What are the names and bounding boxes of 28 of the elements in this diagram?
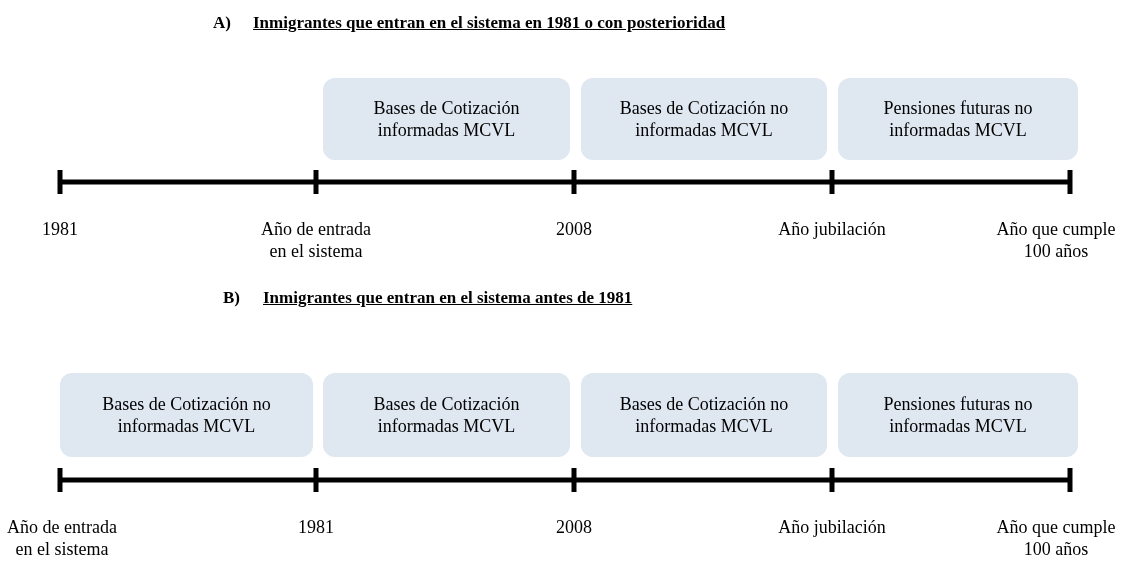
period-label: Bases de Cotización informadas MCVL xyxy=(372,393,521,437)
timeline-period-box xyxy=(581,78,827,160)
section-heading: Inmigrantes que entran en el sistema antes de 1981 xyxy=(263,287,633,309)
timeline-tick-label: 2008 xyxy=(555,218,593,240)
timeline-tick-label: Año que cumple 100 años xyxy=(995,218,1117,262)
timeline-tick-label: 1981 xyxy=(297,516,335,538)
section-letter: A) xyxy=(213,12,231,34)
timeline-period-box xyxy=(60,373,313,457)
period-label: Bases de Cotización no informadas MCVL xyxy=(618,97,790,141)
timeline-tick-label: Año que cumple 100 años xyxy=(995,516,1117,560)
section-letter: B) xyxy=(223,287,240,309)
section-heading: Inmigrantes que entran en el sistema en 1981 o con posterioridad xyxy=(253,12,726,34)
timeline-period-box xyxy=(581,373,827,457)
timeline-tick-label: 2008 xyxy=(555,516,593,538)
period-label: Pensiones futuras no informadas MCVL xyxy=(882,393,1034,437)
timeline-period-box xyxy=(838,373,1078,457)
period-label: Bases de Cotización informadas MCVL xyxy=(372,97,521,141)
timeline-tick-label: Año de entrada en el sistema xyxy=(6,516,118,560)
timeline-period-box xyxy=(323,373,570,457)
timeline-tick-label: Año jubilación xyxy=(777,516,887,538)
timeline-period-box xyxy=(323,78,570,160)
timeline-tick-label: 1981 xyxy=(41,218,79,240)
period-label: Pensiones futuras no informadas MCVL xyxy=(882,97,1034,141)
timeline-tick-label: Año jubilación xyxy=(777,218,887,240)
timeline-period-box xyxy=(838,78,1078,160)
period-label: Bases de Cotización no informadas MCVL xyxy=(101,393,272,437)
period-label: Bases de Cotización no informadas MCVL xyxy=(618,393,790,437)
timeline-tick-label: Año de entrada en el sistema xyxy=(260,218,372,262)
